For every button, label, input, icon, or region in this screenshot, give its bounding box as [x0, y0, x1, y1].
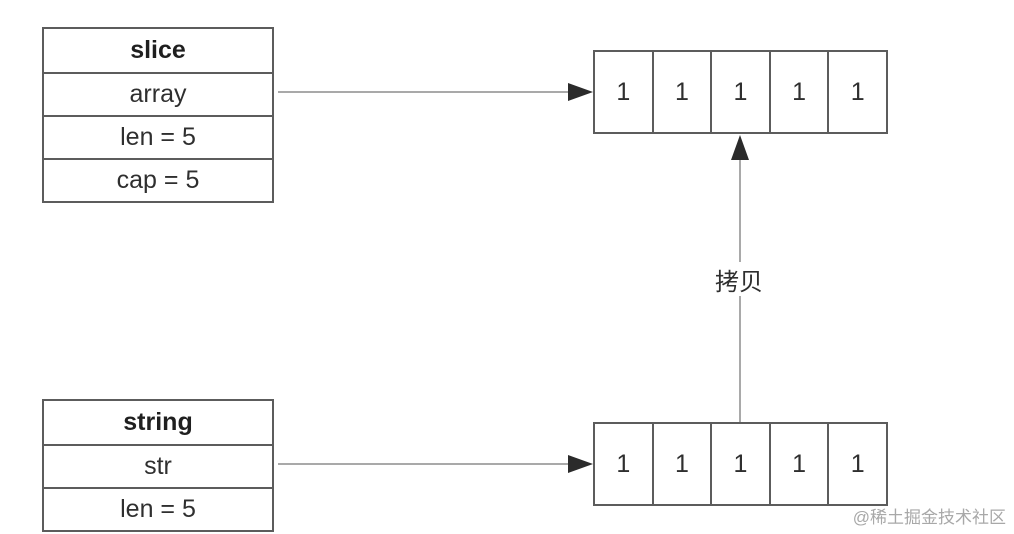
array-cell: 1 — [710, 52, 769, 132]
slice-field-len: len = 5 — [44, 115, 272, 158]
array-cell: 1 — [651, 52, 711, 132]
string-field-len: len = 5 — [44, 487, 272, 530]
slice-array-pointer-arrowhead — [568, 83, 593, 101]
string-struct-header: string — [123, 408, 193, 436]
array-cell: 1 — [710, 424, 769, 504]
slice-backing-array: 1 1 1 1 1 — [593, 50, 888, 134]
array-cell: 1 — [651, 424, 711, 504]
array-cell: 1 — [616, 77, 631, 106]
slice-struct-header: slice — [130, 36, 186, 64]
slice-field-cap: cap = 5 — [44, 158, 272, 201]
watermark: @稀土掘金技术社区 — [852, 508, 1006, 527]
slice-field-array: array — [44, 72, 272, 115]
array-cell: 1 — [768, 424, 828, 504]
string-field-str: str — [44, 444, 272, 487]
slice-struct: slice array len = 5 cap = 5 — [42, 27, 274, 203]
array-cell: 1 — [827, 424, 886, 504]
array-cell: 1 — [768, 52, 828, 132]
string-str-pointer-arrowhead — [568, 455, 593, 473]
string-struct: string str len = 5 — [42, 399, 274, 532]
copy-connector-arrowhead — [731, 135, 749, 160]
array-cell: 1 — [827, 52, 886, 132]
string-backing-array: 1 1 1 1 1 — [593, 422, 888, 506]
copy-label: 拷贝 — [706, 262, 772, 296]
array-cell: 1 — [616, 449, 631, 478]
